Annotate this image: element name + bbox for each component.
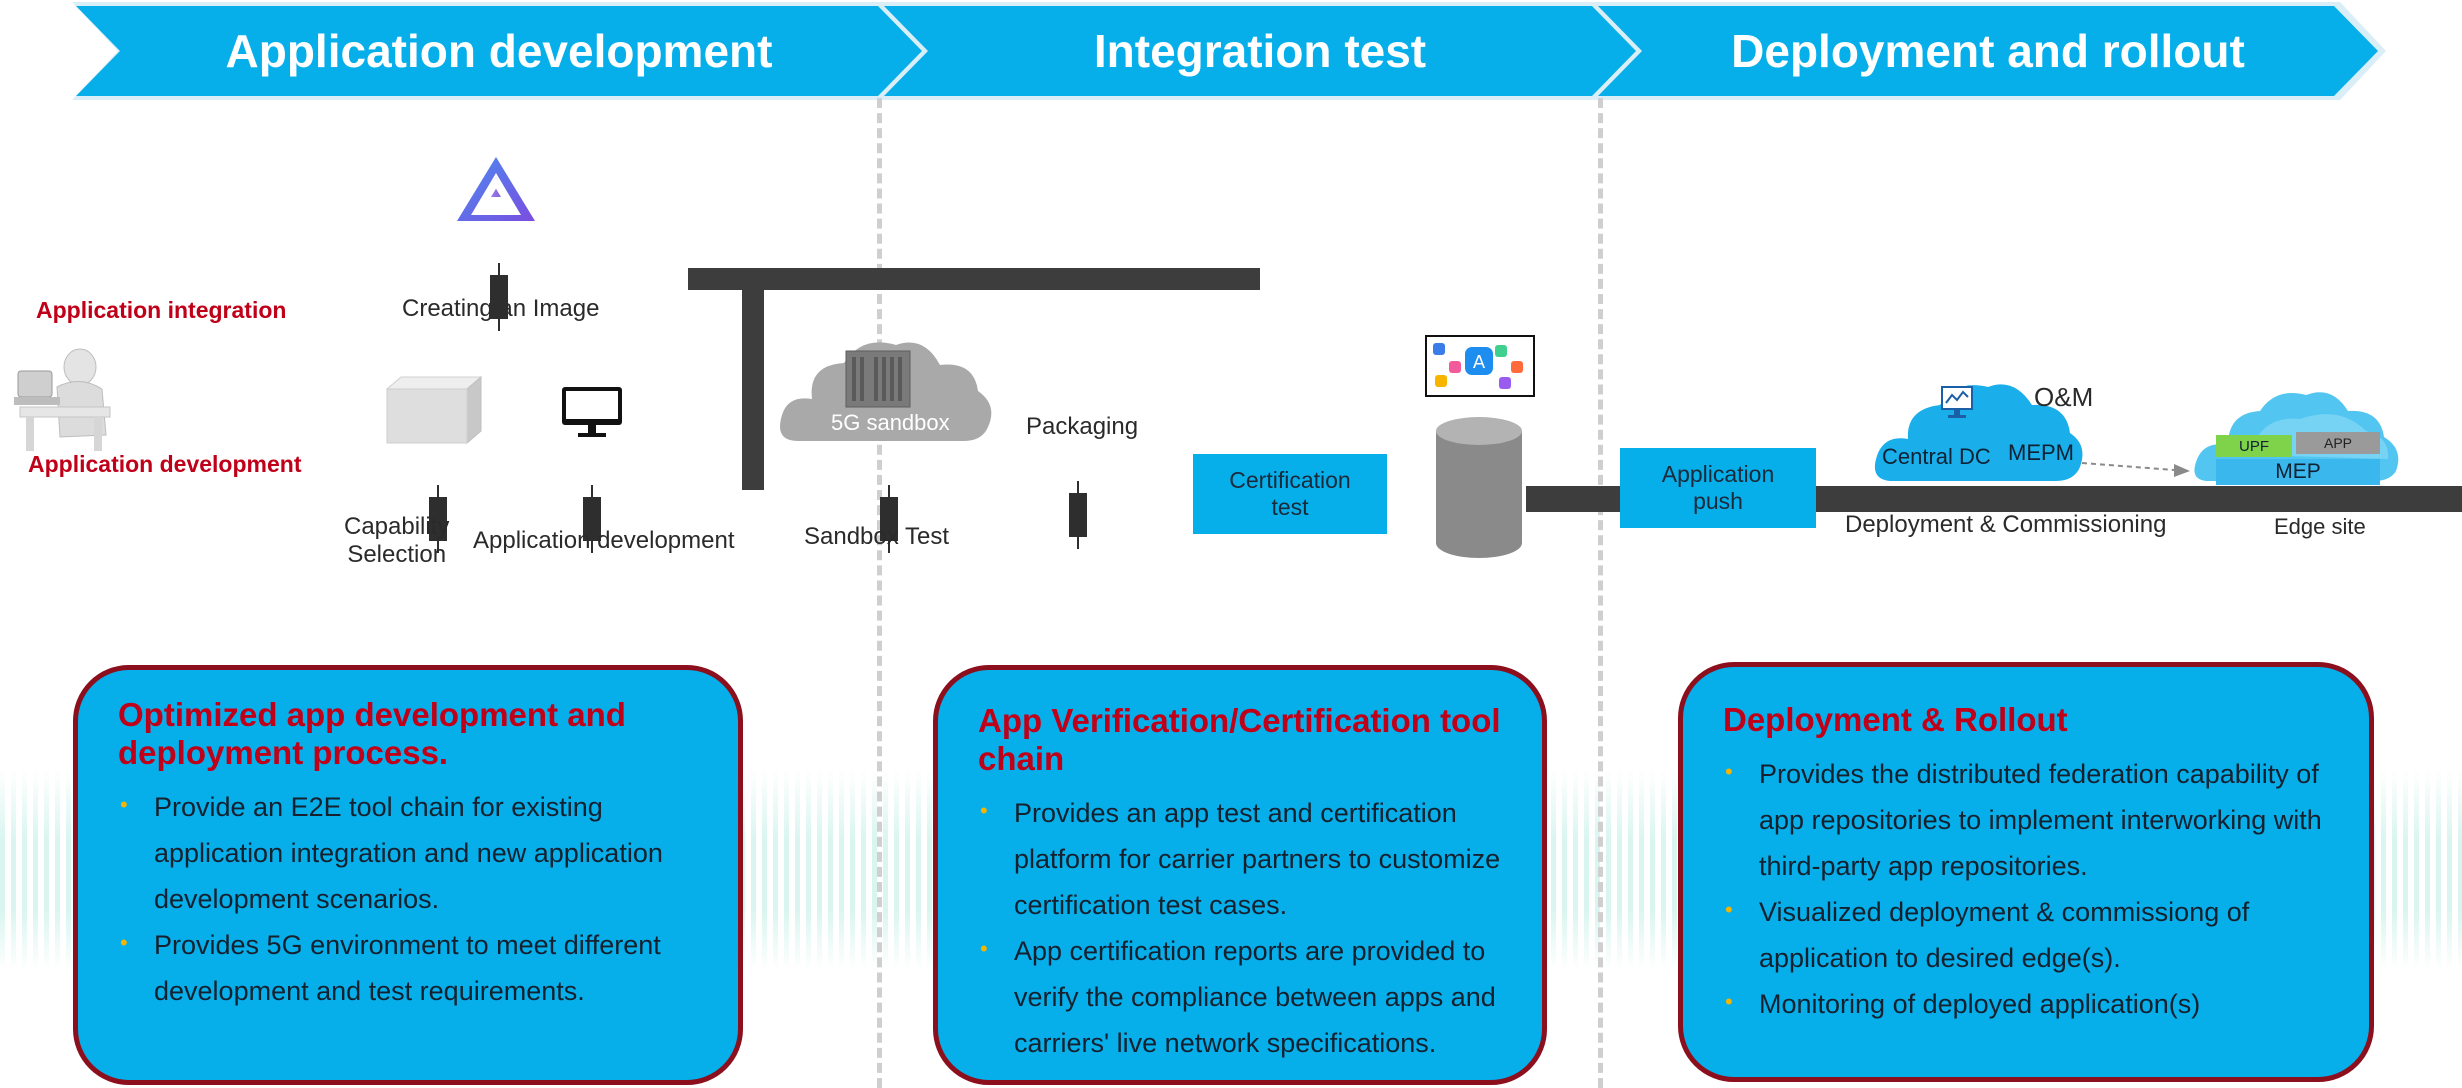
card-bullet: Monitoring of deployed application(s) [1723,979,2335,1027]
card-bullet: Visualized deployment & commissiong of a… [1723,887,2335,981]
deployment-commissioning-label: Deployment & Commissioning [1845,511,2167,538]
mep-block: MEP [2216,459,2380,485]
flow-step-marker [583,485,601,553]
application-integration-label: Application integration [36,297,287,323]
application-development-label: Application development [28,451,302,477]
sandbox-cloud-label: 5G sandbox [831,410,950,435]
background-wave [740,770,940,970]
card-certification-tool-chain: App Verification/Certification tool chai… [933,665,1547,1085]
card-title: App Verification/Certification tool chai… [978,702,1501,777]
capability-box-icon [385,375,483,445]
app-block: APP [2296,432,2380,454]
flow-step-marker [1069,481,1087,549]
packaging-label: Packaging [1026,413,1139,440]
mepm-to-mep-arrow [2082,462,2190,477]
flow-step-marker [429,485,447,553]
capability-line1: Capability [344,513,450,540]
phase-integration-test: Integration test [884,6,1636,96]
capability-line2: Selection [347,541,447,568]
sandbox-test-label: Sandbox Test [804,523,949,550]
app-store-icon: A [1425,335,1535,397]
phase-title: Application development [225,25,773,77]
application-development-step-label: Application development [473,527,735,554]
card-bullet: Provides the distributed federation capa… [1723,749,2335,889]
svg-text:A: A [1473,352,1486,373]
om-label: O&M [2034,382,2094,412]
sandbox-cloud-icon [780,342,992,441]
card-title: Optimized app development and deployment… [118,696,626,771]
card-bullet: Provide an E2E tool chain for existing a… [118,782,704,922]
card-app-development: Optimized app development and deployment… [73,665,743,1085]
capability-selection-label: Capability Selection [344,513,449,569]
card-bullet: Provides 5G environment to meet differen… [118,920,704,1014]
phase-divider [877,98,882,1088]
background-wave [2370,770,2462,970]
phase-application-development: Application development [76,6,922,96]
card-bullet-list: Provide an E2E tool chain for existing a… [118,782,704,1014]
flow-connector-vertical [742,268,764,490]
edge-site-label: Edge site [2274,514,2366,539]
card-bullet: Provides an app test and certification p… [978,788,1508,928]
card-bullet: App certification reports are provided t… [978,926,1508,1066]
monitoring-screen-icon [1941,386,1973,418]
cert-line2: test [1271,494,1309,520]
developer-icon [14,348,111,451]
card-bullet-list: Provides an app test and certification p… [978,788,1508,1066]
flow-step-marker [490,263,508,331]
card-deployment-rollout: Deployment & Rollout Provides the distri… [1678,662,2374,1082]
phase-divider [1598,98,1603,1088]
monitor-icon [562,387,622,437]
card-bullet-list: Provides the distributed federation capa… [1723,749,2335,1027]
cert-line1: Certification [1229,467,1351,493]
app-repository-icon [1436,417,1522,558]
mepm-label: MEPM [2008,440,2074,465]
push-line2: push [1693,488,1743,514]
triangle-logo-icon [457,157,535,221]
push-line1: Application [1661,461,1775,487]
central-dc-cloud-icon [1874,384,2083,481]
flow-step-marker [880,485,898,553]
phase-title: Integration test [1093,25,1427,77]
background-wave [1540,770,1700,970]
upf-block: UPF [2216,435,2292,457]
phase-deployment-rollout: Deployment and rollout [1598,6,2378,96]
central-dc-label: Central DC [1882,444,1991,469]
card-title: Deployment & Rollout [1723,701,2068,738]
phase-title: Deployment and rollout [1731,25,2245,77]
flow-connector-top [688,268,1260,290]
